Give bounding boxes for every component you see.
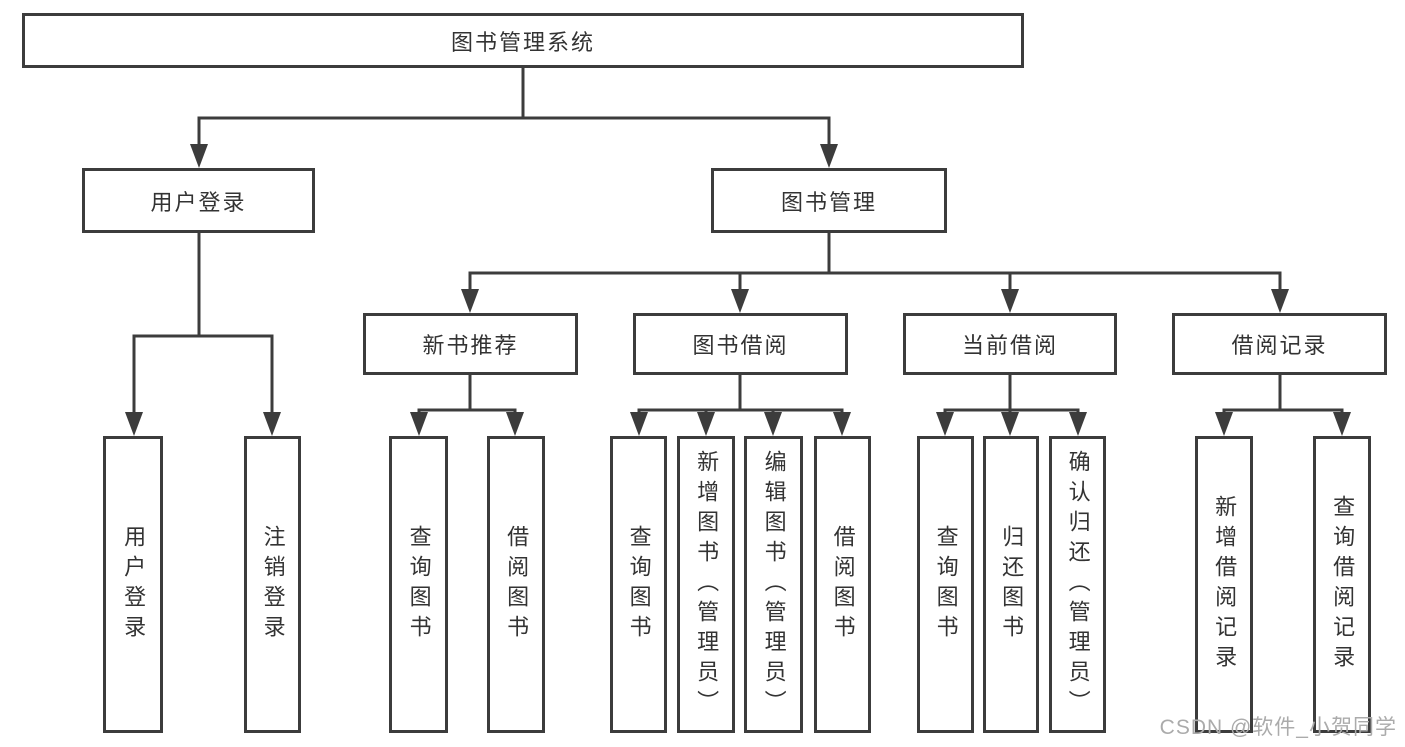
node-label: 确认归还（管理员） <box>1065 449 1091 720</box>
node-label: 借阅图书 <box>504 524 530 645</box>
node-label: 查询图书 <box>933 524 959 645</box>
node-leaf-borrow-books-1: 借阅图书 <box>487 436 545 733</box>
node-new-book-recommend: 新书推荐 <box>363 313 578 375</box>
node-leaf-borrow-books-2: 借阅图书 <box>814 436 871 733</box>
node-label: 用户登录 <box>150 189 247 215</box>
node-leaf-query-books-1: 查询图书 <box>389 436 448 733</box>
node-label: 新增借阅记录 <box>1212 494 1238 675</box>
arrowheads <box>125 144 1351 436</box>
node-leaf-add-borrow-record: 新增借阅记录 <box>1195 436 1253 733</box>
node-leaf-query-books-2: 查询图书 <box>610 436 667 733</box>
node-library-management-system: 图书管理系统 <box>22 13 1024 68</box>
node-label: 图书管理 <box>780 189 877 215</box>
node-label: 用户登录 <box>121 524 147 645</box>
node-leaf-edit-books-admin: 编辑图书（管理员） <box>744 436 803 733</box>
node-label: 查询借阅记录 <box>1330 494 1356 675</box>
node-label: 借阅图书 <box>830 524 856 645</box>
node-label: 编辑图书（管理员） <box>761 449 787 720</box>
node-leaf-user-login: 用户登录 <box>103 436 163 733</box>
node-leaf-query-books-3: 查询图书 <box>917 436 974 733</box>
node-label: 注销登录 <box>260 524 286 645</box>
node-user-login: 用户登录 <box>82 168 315 233</box>
node-leaf-query-borrow-record: 查询借阅记录 <box>1313 436 1371 733</box>
node-borrowing-records: 借阅记录 <box>1172 313 1387 375</box>
node-leaf-return-books: 归还图书 <box>983 436 1039 733</box>
node-label: 新增图书（管理员） <box>694 449 720 720</box>
node-leaf-logout: 注销登录 <box>244 436 301 733</box>
node-book-management: 图书管理 <box>711 168 947 233</box>
node-label: 图书借阅 <box>692 333 789 358</box>
node-leaf-add-books-admin: 新增图书（管理员） <box>677 436 735 733</box>
node-label: 查询图书 <box>626 524 652 645</box>
node-label: 查询图书 <box>406 524 432 645</box>
node-label: 借阅记录 <box>1231 333 1328 358</box>
node-label: 归还图书 <box>999 524 1025 645</box>
node-leaf-confirm-return-admin: 确认归还（管理员） <box>1049 436 1106 733</box>
node-label: 当前借阅 <box>961 333 1058 358</box>
node-label: 新书推荐 <box>422 333 519 358</box>
node-current-borrowing: 当前借阅 <box>903 313 1117 375</box>
node-book-borrowing: 图书借阅 <box>633 313 848 375</box>
node-label: 图书管理系统 <box>450 29 595 55</box>
